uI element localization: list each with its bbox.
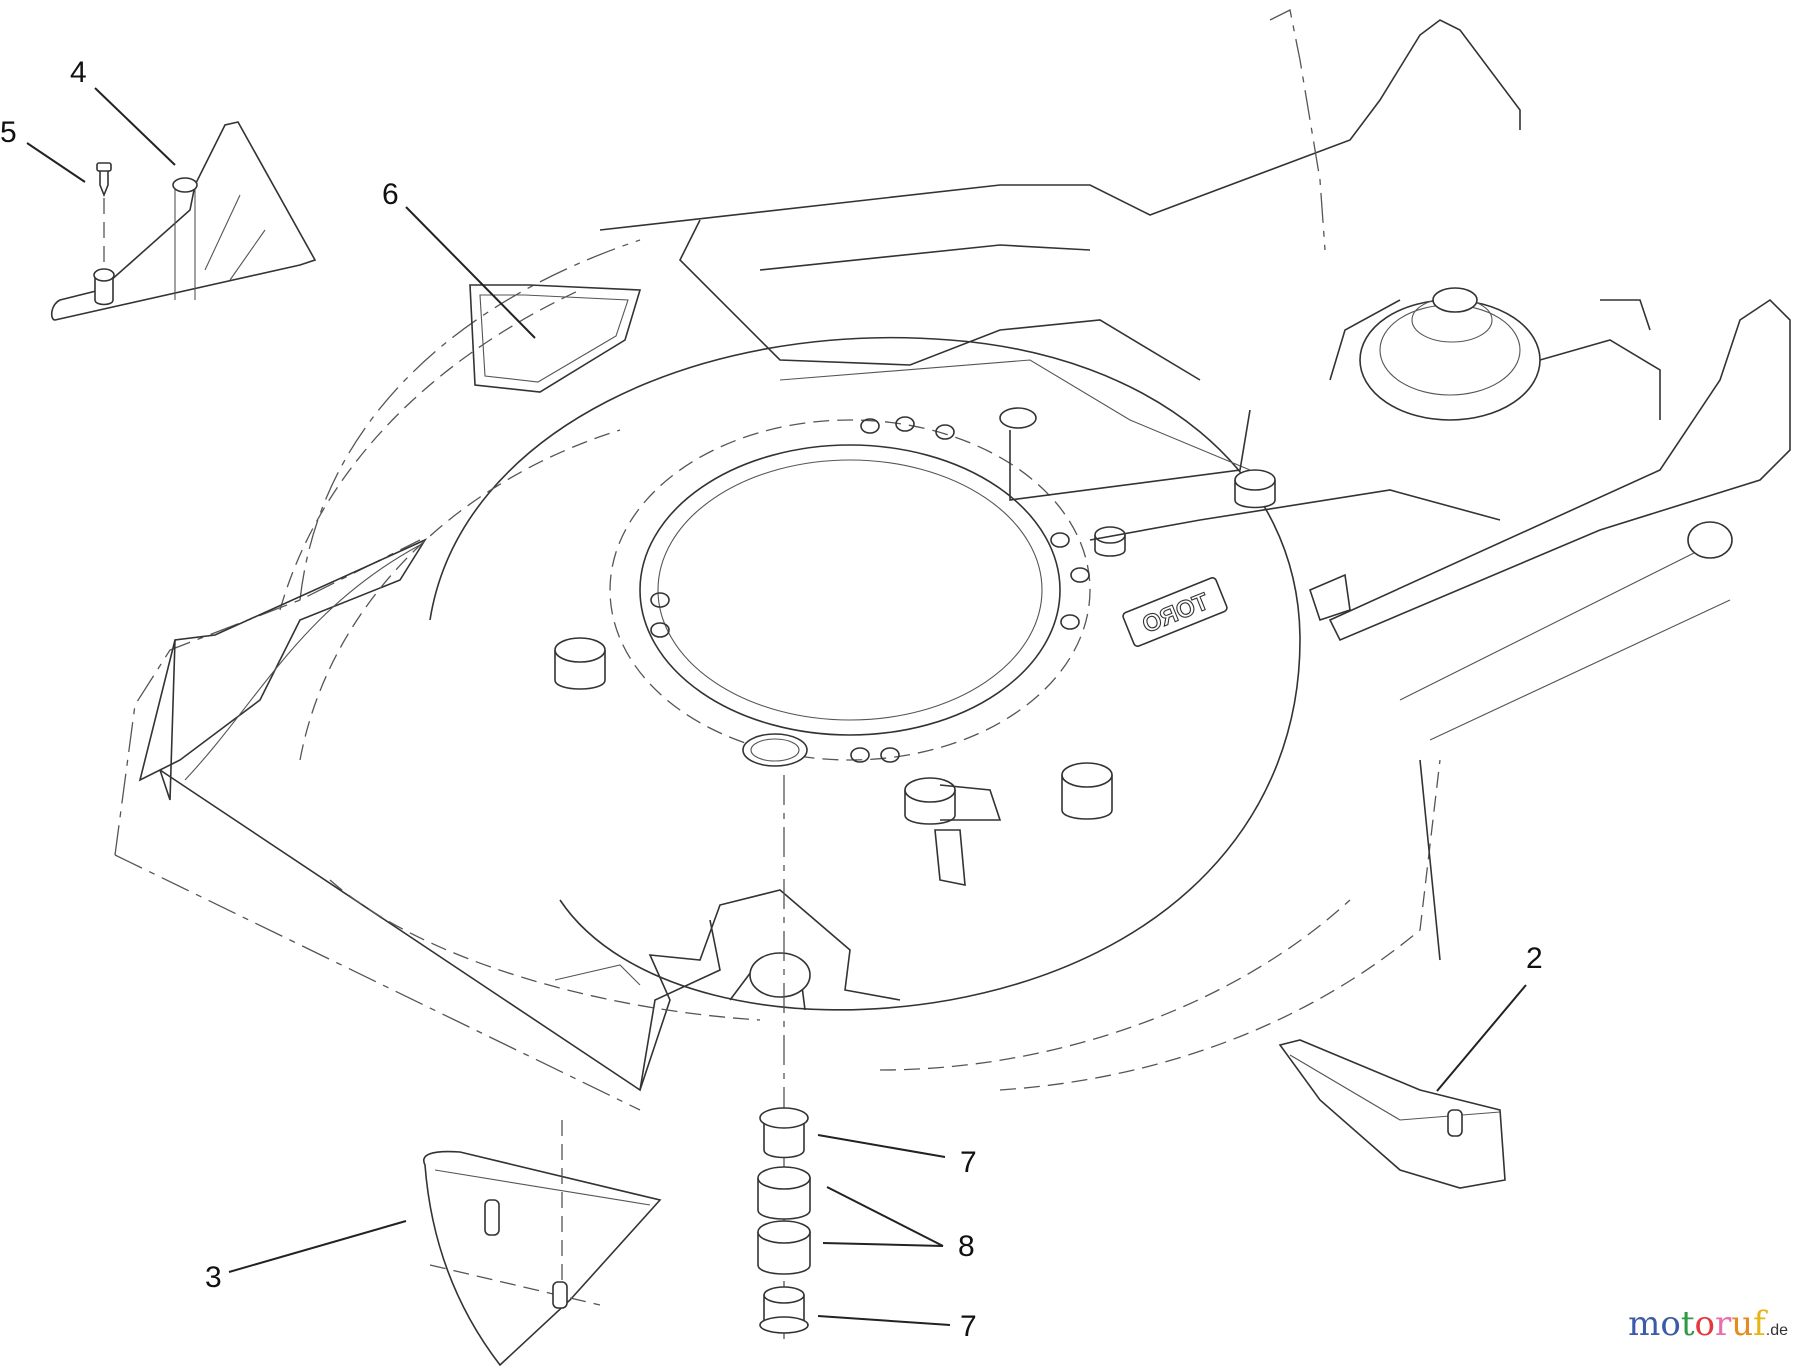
motoruf-watermark: motoruf.de (1628, 1304, 1788, 1344)
callout-7-lower: 7 (960, 1310, 977, 1343)
mower-deck: TORO (114, 9, 1791, 1111)
wm-letter: o (1694, 1304, 1715, 1344)
callout-5: 5 (0, 116, 17, 149)
deck-bosses (554, 407, 1276, 825)
ring-bolt-holes (650, 416, 1090, 763)
pulley-assembly (1329, 287, 1661, 421)
callout-7-upper: 7 (960, 1146, 977, 1179)
bushing-stack (757, 775, 811, 1340)
wm-letter: o (1660, 1304, 1681, 1344)
leader-lines (26, 87, 1527, 1326)
deflector-part-3 (423, 1120, 662, 1366)
callout-8: 8 (958, 1230, 975, 1263)
callout-4: 4 (70, 56, 87, 89)
decal-part-6 (469, 284, 642, 393)
deck-logo-plate: TORO (1122, 576, 1228, 648)
wm-letter: f (1753, 1304, 1766, 1344)
wm-tld: .de (1765, 1322, 1788, 1339)
wm-letter: m (1628, 1304, 1661, 1344)
deflector-part-4 (50, 121, 317, 321)
deflector-part-2 (1278, 1039, 1506, 1189)
wm-letter: r (1714, 1304, 1732, 1344)
wm-letter: t (1680, 1304, 1695, 1344)
callout-2: 2 (1526, 942, 1543, 975)
callout-6: 6 (382, 178, 399, 211)
wm-letter: u (1731, 1304, 1754, 1344)
callout-3: 3 (205, 1261, 222, 1294)
screw-part-5 (96, 162, 112, 270)
